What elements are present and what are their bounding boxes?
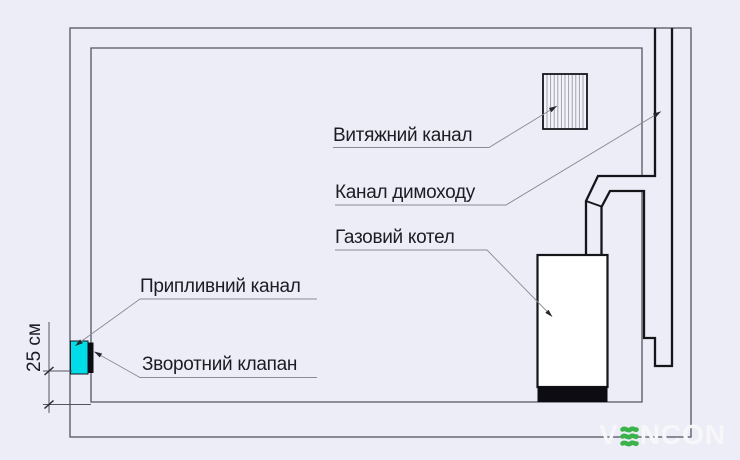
- label-supply-channel: Припливний канал: [140, 276, 301, 297]
- exhaust-grille: [542, 73, 588, 130]
- leader-exhaust-channel: [333, 105, 558, 148]
- room-inner-wall: [90, 47, 643, 403]
- dimension-lines: [43, 322, 91, 413]
- logo-letters-ncon: NCON: [639, 419, 727, 450]
- label-check-valve: Зворотний клапан: [142, 354, 298, 375]
- leader-check-valve: [94, 351, 317, 378]
- leader-gas-boiler: [335, 249, 552, 317]
- leader-arrowheads: [75, 106, 661, 358]
- vencon-watermark: V NCON: [599, 419, 726, 451]
- boiler-base: [537, 386, 608, 402]
- label-gas-boiler: Газовий котел: [335, 227, 455, 248]
- dimension-value-25cm: 25 см: [24, 323, 45, 372]
- flue-duct-bend-edge: [585, 200, 602, 208]
- flue-duct: [584, 28, 657, 256]
- logo-letter-v: V: [599, 419, 619, 450]
- label-exhaust-channel: Витяжний канал: [333, 125, 473, 146]
- grille-hatch-lines: [546, 75, 584, 128]
- label-chimney-channel: Канал димоходу: [335, 182, 475, 203]
- leader-lines: [75, 105, 662, 378]
- check-valve: [88, 342, 94, 373]
- leader-chimney-channel: [335, 111, 662, 206]
- leader-supply-channel: [75, 298, 317, 346]
- supply-vent: [70, 340, 89, 375]
- chimney-flue-channel: [600, 28, 674, 368]
- gas-boiler: [536, 253, 609, 389]
- vencon-e-waves-icon: [619, 425, 639, 446]
- house-outer-wall: [69, 27, 692, 438]
